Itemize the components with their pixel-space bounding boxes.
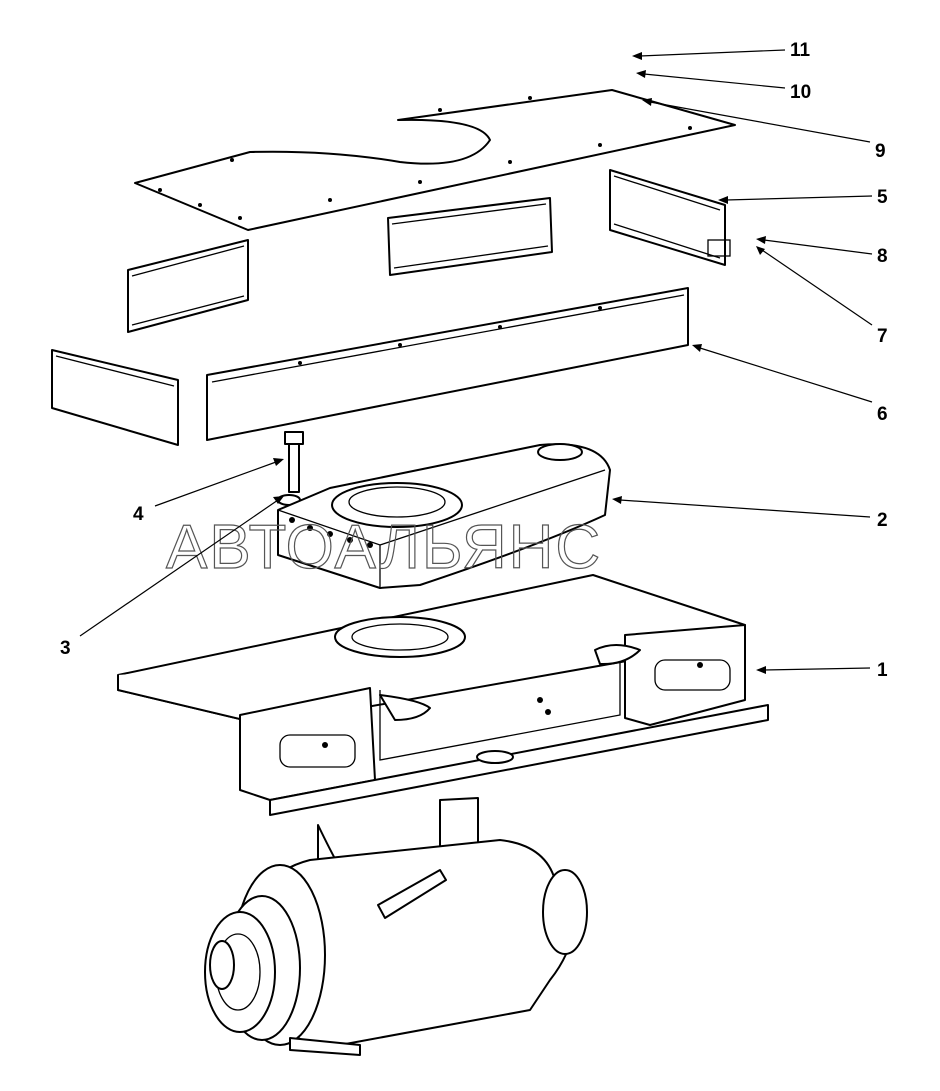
long-side-panel — [206, 287, 689, 441]
callout-2: 2 — [877, 510, 888, 531]
base-frame — [117, 574, 769, 816]
bolt — [284, 431, 304, 493]
callout-3: 3 — [60, 638, 71, 659]
turntable-housing — [277, 443, 611, 589]
callout-labels: 11 10 9 5 8 7 6 2 4 3 1 — [60, 40, 888, 681]
cover-plate — [134, 89, 736, 231]
end-panel-left — [51, 349, 179, 446]
callout-6: 6 — [877, 404, 888, 425]
callout-11: 11 — [790, 40, 811, 61]
callout-8: 8 — [877, 246, 888, 267]
leader-lines — [79, 49, 873, 674]
callout-10: 10 — [790, 82, 811, 103]
side-panel-center — [387, 197, 553, 276]
callout-4: 4 — [133, 504, 144, 525]
callout-7: 7 — [877, 326, 888, 347]
side-panel-left — [127, 239, 249, 333]
callout-5: 5 — [877, 187, 888, 208]
side-panel-right — [609, 169, 731, 266]
callout-1: 1 — [877, 660, 888, 681]
drive-motor-assembly — [204, 797, 588, 1056]
callout-9: 9 — [875, 141, 886, 162]
watermark: АВТОАЛЬЯНС — [166, 513, 602, 582]
